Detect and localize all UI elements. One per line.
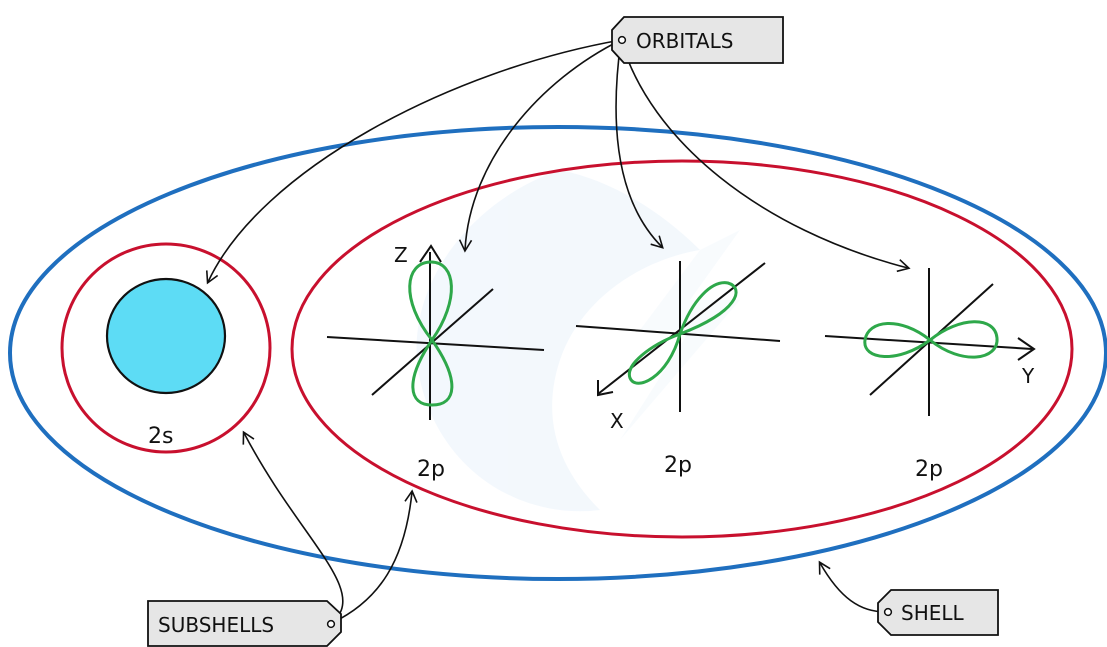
shell-tag-label: SHELL [901, 601, 965, 625]
subshell-2p-boundary [290, 159, 1074, 539]
watermark-logo [416, 170, 740, 512]
shell-boundary [8, 125, 1107, 581]
py-orbital [824, 268, 1036, 416]
x-axis-label: X [610, 409, 624, 433]
orbitals-tag-label: ORBITALS [636, 29, 733, 53]
orbitals-tag: ORBITALS [611, 16, 784, 64]
py-orbital-label: 2p [915, 457, 943, 482]
subshell-2s-boundary [60, 242, 272, 454]
pz-orbital-label: 2p [417, 457, 445, 482]
s-orbital-label: 2s [148, 424, 173, 449]
orbitals-arrows [205, 39, 911, 285]
shell-arrow [818, 560, 887, 613]
px-orbital [575, 261, 781, 412]
shell-tag: SHELL [877, 589, 999, 636]
subshells-tag-label: SUBSHELLS [158, 613, 274, 637]
px-orbital-label: 2p [664, 453, 692, 478]
z-axis-label: Z [394, 243, 408, 267]
y-axis-label: Y [1021, 364, 1035, 388]
pz-orbital [326, 244, 545, 420]
subshells-tag: SUBSHELLS [147, 600, 342, 647]
subshells-arrows [242, 430, 418, 624]
s-orbital-sphere [105, 277, 227, 395]
